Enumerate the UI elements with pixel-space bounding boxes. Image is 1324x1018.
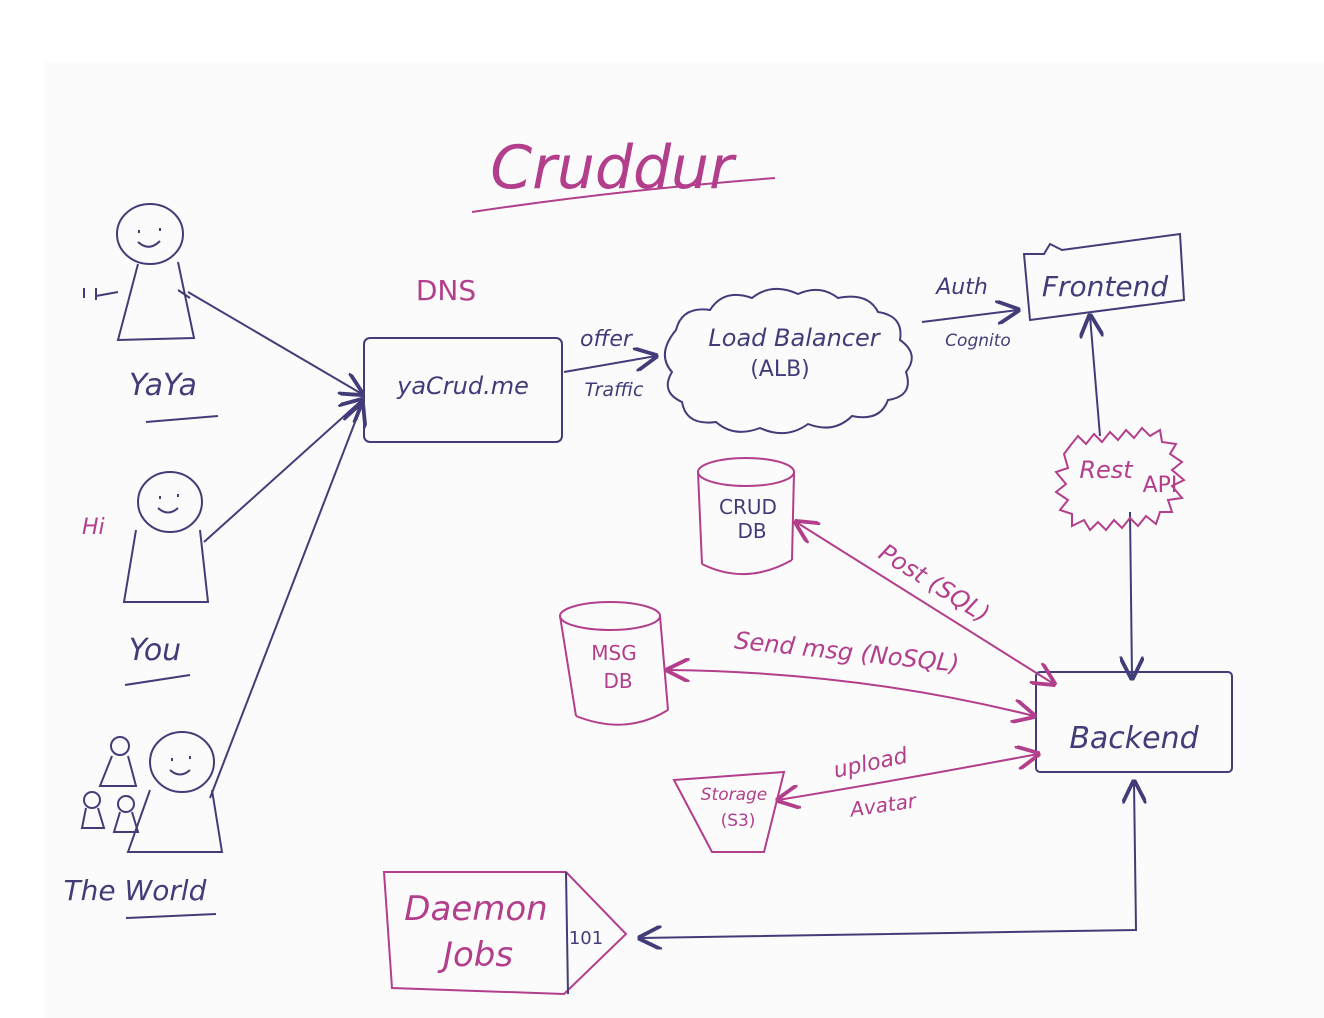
you-head: [137, 471, 203, 533]
edge-dns-lb-bottom: Traffic: [584, 379, 644, 401]
rest-api-burst: [1054, 426, 1186, 532]
arrow-yaya-to-dns: [187, 291, 362, 394]
daemon-line1: Daemon: [404, 889, 547, 929]
load-balancer-cloud: [664, 287, 913, 435]
edge-lb-fe-top: Auth: [934, 275, 988, 300]
user-you-greeting: Hi: [82, 515, 105, 540]
world-head: [149, 731, 215, 793]
rest-api-line2: API: [1143, 473, 1178, 498]
dns-label: DNS: [416, 274, 476, 307]
arrow-backend-daemon: [640, 782, 1136, 938]
user-you-label: You: [129, 633, 181, 668]
title-underline: [471, 177, 776, 213]
lb-line1: Load Balancer: [708, 324, 881, 352]
arrow-backend-msg-db: [668, 670, 1034, 716]
user-yaya-figure: [83, 203, 196, 342]
diagram-title: Cruddur: [490, 133, 737, 203]
lb-line2: (ALB): [750, 357, 810, 382]
arrow-api-to-backend: [1130, 511, 1132, 678]
user-yaya-label: YaYa: [129, 368, 197, 403]
arrow-lb-to-frontend: [921, 310, 1018, 322]
yaya-head: [116, 203, 184, 265]
paper-sheet: [44, 62, 1324, 1018]
edge-dns-lb-top: offer: [580, 327, 634, 352]
crud-db-line2: DB: [737, 519, 766, 543]
edge-lb-fe-bottom: Cognito: [945, 331, 1011, 351]
arrow-world-to-dns: [209, 404, 362, 799]
frontend-label: Frontend: [1042, 270, 1168, 303]
msg-db-line1: MSG: [591, 641, 636, 665]
frontend-node: [1022, 232, 1186, 322]
arrow-backend-crud-db: [796, 522, 1054, 684]
daemon-tag: 101: [569, 928, 603, 949]
user-you-figure: [122, 471, 210, 603]
daemon-jobs-node: [382, 871, 628, 996]
arrow-dns-to-lb: [563, 356, 656, 373]
crud-db-line1: CRUD: [719, 495, 777, 519]
arrow-you-to-dns: [203, 400, 362, 543]
rest-api-line1: Rest: [1079, 456, 1134, 484]
dns-node: [363, 337, 563, 443]
title-group: Cruddur: [471, 133, 776, 213]
user-traffic-arrows: [187, 291, 362, 799]
arrow-api-to-frontend: [1090, 316, 1100, 437]
user-world-label: The World: [64, 874, 207, 907]
daemon-line2: Jobs: [437, 935, 513, 975]
storage-line1: Storage: [701, 785, 768, 805]
backend-label: Backend: [1069, 721, 1199, 756]
storage-line2: (S3): [721, 811, 756, 831]
dns-domain: yaCrud.me: [396, 372, 529, 400]
world-figures: [80, 731, 224, 853]
msg-db-line2: DB: [603, 669, 632, 693]
